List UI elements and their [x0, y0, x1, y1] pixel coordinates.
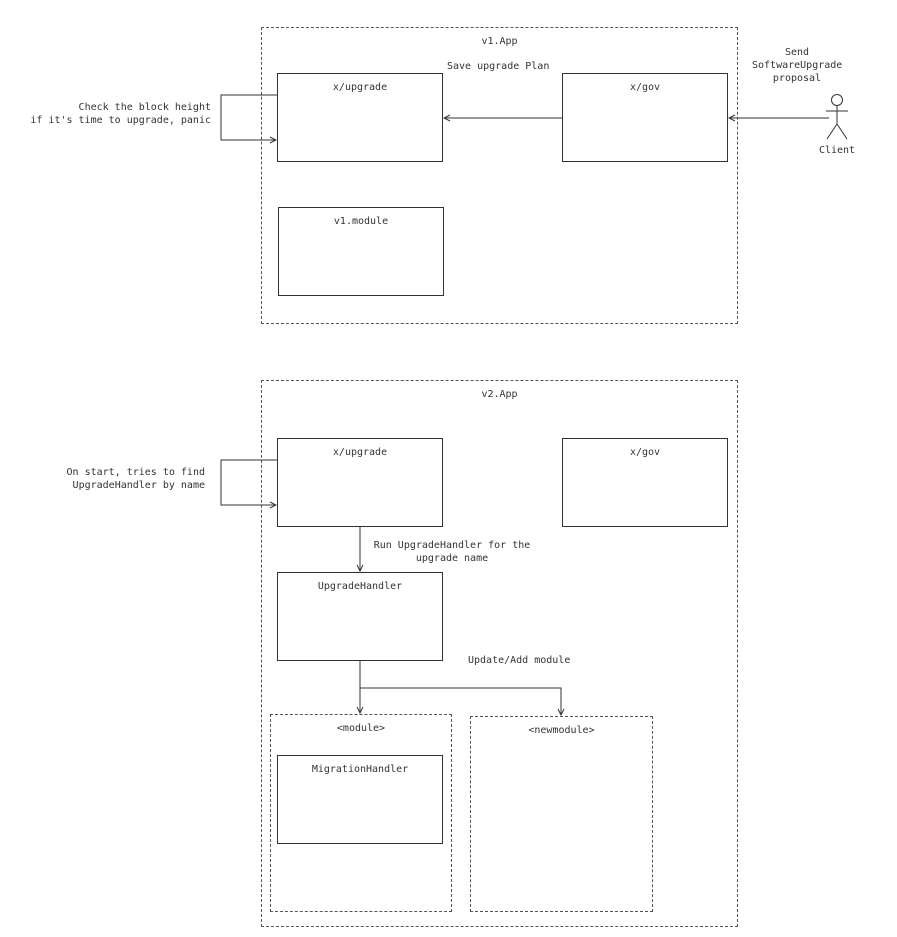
module-group: <module>: [270, 714, 452, 912]
v1-app-title: v1.App: [481, 36, 518, 47]
run-handler-line2: upgrade name: [415, 553, 489, 564]
on-start-line1: On start, tries to find: [66, 467, 205, 478]
v1-app-container: v1.App: [261, 27, 738, 324]
v2-app-container: v2.App: [261, 380, 738, 927]
send-proposal-line3: proposal: [772, 73, 822, 84]
v2-upgrade-box: x/upgrade: [277, 438, 443, 527]
run-handler-label: Run UpgradeHandler for the upgrade name: [357, 539, 547, 565]
update-add-label: Update/Add module: [468, 655, 571, 666]
v1-self-loop-arrow: [220, 94, 277, 140]
migration-handler-box-label: MigrationHandler: [311, 764, 409, 775]
newmodule-group: <newmodule>: [470, 716, 653, 912]
newmodule-group-label: <newmodule>: [528, 725, 595, 736]
v1-module-box-label: v1.module: [333, 216, 389, 227]
client-actor-icon: [826, 94, 848, 140]
v1-upgrade-box-label: x/upgrade: [332, 82, 388, 93]
check-height-line1: Check the block height: [78, 102, 211, 113]
on-start-label: On start, tries to find UpgradeHandler b…: [0, 466, 205, 492]
v1-gov-box-label: x/gov: [629, 82, 661, 93]
v1-module-box: v1.module: [278, 207, 444, 296]
v2-app-title: v2.App: [481, 389, 518, 400]
send-proposal-line2: SoftwareUpgrade: [752, 60, 843, 71]
v2-upgrade-box-label: x/upgrade: [332, 447, 388, 458]
module-group-label: <module>: [336, 723, 386, 734]
upgrade-handler-box-label: UpgradeHandler: [317, 581, 403, 592]
upgrade-handler-box: UpgradeHandler: [277, 572, 443, 661]
run-handler-line1: Run UpgradeHandler for the: [373, 540, 531, 551]
add-newmodule-arrow: [360, 687, 561, 715]
check-height-line2: if it's time to upgrade, panic: [30, 115, 211, 126]
v1-upgrade-box: x/upgrade: [277, 73, 443, 162]
v2-self-loop-arrow: [220, 459, 277, 505]
migration-handler-box: MigrationHandler: [277, 755, 443, 844]
client-label: Client: [818, 145, 856, 156]
on-start-line2: UpgradeHandler by name: [72, 480, 205, 491]
check-height-label: Check the block height if it's time to u…: [0, 101, 211, 127]
save-plan-label: Save upgrade Plan: [447, 61, 550, 72]
v1-gov-box: x/gov: [562, 73, 728, 162]
send-proposal-label: Send SoftwareUpgrade proposal: [752, 46, 842, 85]
send-proposal-line1: Send: [784, 47, 810, 58]
v2-gov-box-label: x/gov: [629, 447, 661, 458]
v2-gov-box: x/gov: [562, 438, 728, 527]
